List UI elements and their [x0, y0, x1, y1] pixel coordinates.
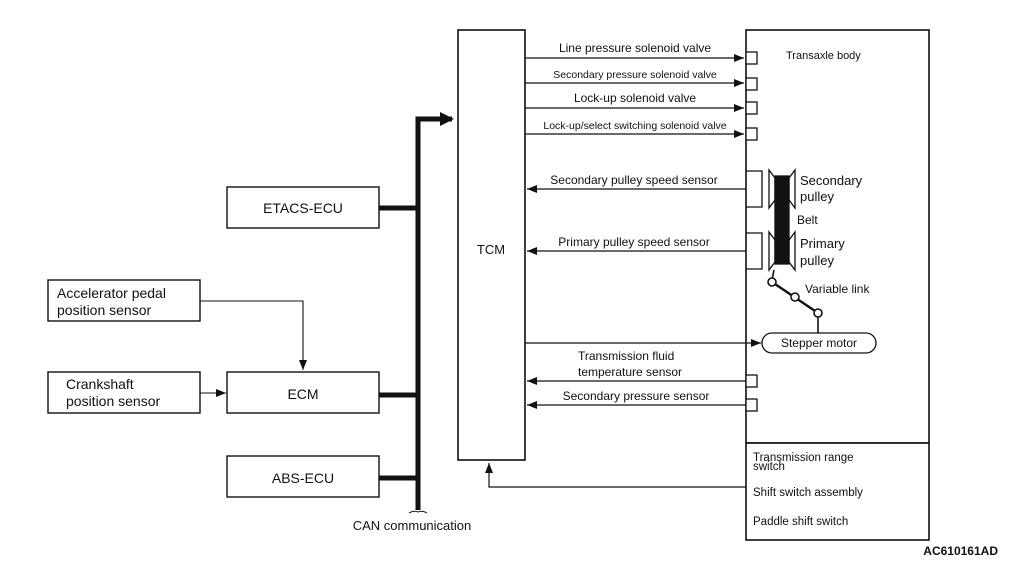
- variable-link: [767, 269, 823, 333]
- svg-text:Secondary pulley speed sensor: Secondary pulley speed sensor: [550, 173, 717, 187]
- can-label: CAN communication: [353, 518, 472, 533]
- svg-text:Stepper motor: Stepper motor: [781, 336, 857, 350]
- shift-switch-label: Shift switch assembly: [753, 487, 863, 499]
- svg-text:ABS-ECU: ABS-ECU: [272, 470, 334, 486]
- paddle-switch-label: Paddle shift switch: [753, 516, 848, 528]
- svg-text:Secondary pressure sensor: Secondary pressure sensor: [563, 389, 710, 403]
- can-bus: [364, 112, 454, 514]
- etacs-ecu-block: ETACS-ECU: [226, 186, 380, 229]
- input-primary-pulley-speed: Primary pulley speed sensor: [527, 232, 763, 270]
- svg-text:position sensor: position sensor: [57, 302, 152, 318]
- switch-block: [745, 442, 930, 541]
- secondary-pulley-label-1: Secondary: [800, 173, 863, 188]
- input-secondary-pressure: Secondary pressure sensor: [527, 389, 758, 412]
- primary-pulley-label-2: pulley: [800, 253, 834, 268]
- abs-ecu-block: ABS-ECU: [226, 455, 380, 498]
- svg-text:ETACS-ECU: ETACS-ECU: [263, 200, 343, 216]
- svg-text:Lock-up solenoid valve: Lock-up solenoid valve: [574, 91, 696, 105]
- svg-text:ECM: ECM: [287, 386, 318, 402]
- range-switch-label-1: Transmission range: [753, 452, 854, 464]
- input-fluid-temp: Transmission fluid temperature sensor: [527, 349, 758, 388]
- tcm-block: [457, 29, 526, 461]
- tcm-label: TCM: [477, 242, 505, 257]
- variable-link-label: Variable link: [805, 282, 870, 296]
- figure-id: AC610161AD: [923, 544, 998, 558]
- pulley-assembly: [768, 168, 796, 272]
- transaxle-body-label: Transaxle body: [786, 50, 861, 62]
- belt-label: Belt: [797, 213, 818, 227]
- svg-text:temperature sensor: temperature sensor: [578, 365, 682, 379]
- input-secondary-pulley-speed: Secondary pulley speed sensor: [527, 170, 763, 208]
- svg-text:Secondary pressure solenoid va: Secondary pressure solenoid valve: [553, 69, 717, 81]
- svg-text:Lock-up/select switching solen: Lock-up/select switching solenoid valve: [543, 120, 726, 132]
- svg-text:Crankshaft: Crankshaft: [66, 376, 134, 392]
- output-line-pressure: Line pressure solenoid valve: [525, 41, 744, 62]
- svg-text:Line pressure solenoid valve: Line pressure solenoid valve: [559, 41, 711, 55]
- range-switch-label-2: switch: [753, 461, 785, 473]
- belt: [774, 175, 790, 265]
- secondary-pulley-label-2: pulley: [800, 189, 834, 204]
- svg-text:Transmission fluid: Transmission fluid: [578, 349, 674, 363]
- svg-text:Accelerator pedal: Accelerator pedal: [57, 285, 166, 301]
- stepper-motor: Stepper motor: [525, 332, 877, 354]
- svg-text:position sensor: position sensor: [66, 393, 161, 409]
- output-lockup-select: Lock-up/select switching solenoid valve: [525, 120, 744, 138]
- ecm-block: ECM: [226, 371, 380, 414]
- crankshaft-sensor-block: Crankshaft position sensor: [47, 371, 226, 414]
- solenoid-terminals: [745, 51, 758, 141]
- svg-text:Primary pulley speed sensor: Primary pulley speed sensor: [558, 235, 709, 249]
- primary-pulley-label-1: Primary: [800, 236, 845, 251]
- output-secondary-pressure: Secondary pressure solenoid valve: [525, 69, 744, 87]
- accelerator-sensor-block: Accelerator pedal position sensor: [47, 279, 307, 370]
- switch-signal-line: [485, 463, 746, 488]
- output-lockup: Lock-up solenoid valve: [525, 91, 744, 112]
